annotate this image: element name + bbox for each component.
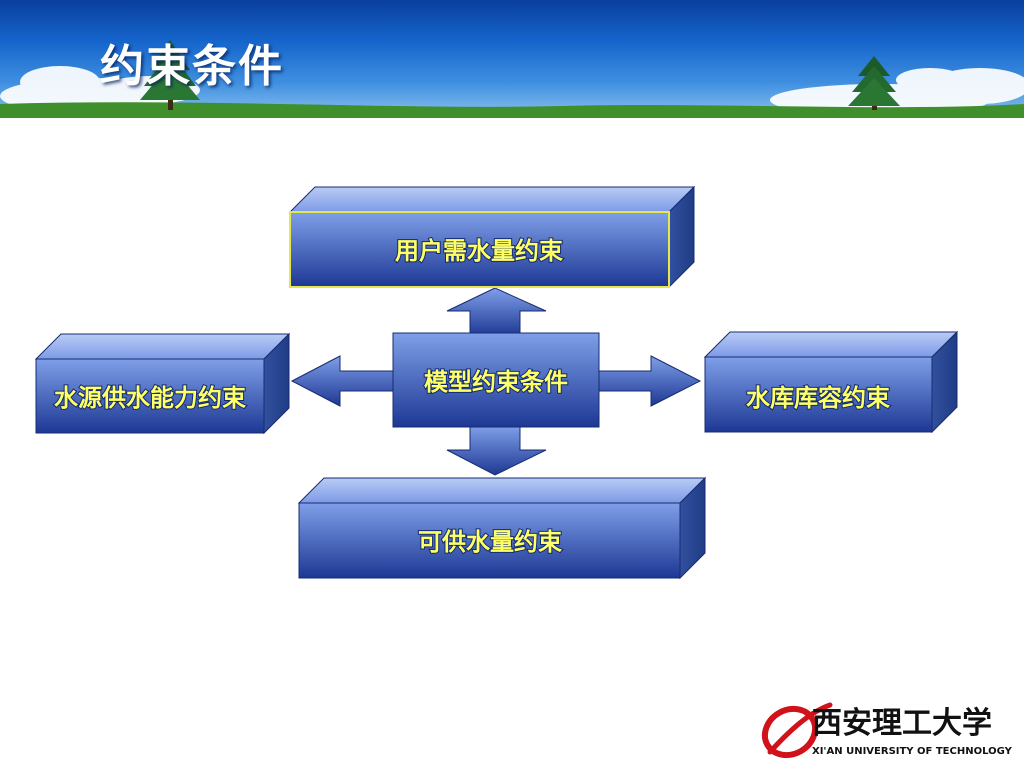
- right-box-label: 水库库容约束: [746, 384, 891, 412]
- left-box: 水源供水能力约束: [34, 332, 291, 435]
- center-box-label: 模型约束条件: [424, 368, 568, 396]
- page-title: 约束条件: [100, 41, 284, 92]
- bottom-box-label: 可供水量约束: [418, 528, 563, 556]
- arrow-right-icon: [597, 355, 702, 407]
- logo-emblem-icon: [761, 702, 833, 759]
- arrow-up-icon: [446, 287, 547, 337]
- arrow-left-icon: [290, 355, 399, 407]
- logo-subtitle: XI'AN UNIVERSITY OF TECHNOLOGY: [812, 746, 1013, 757]
- center-box: 模型约束条件: [392, 332, 600, 428]
- university-logo: 西安理工大学 XI'AN UNIVERSITY OF TECHNOLOGY: [761, 702, 1013, 759]
- grass-hill: [0, 102, 1024, 118]
- tree-left-icon: [140, 40, 200, 110]
- sky-scene: [0, 40, 1024, 118]
- top-box: 用户需水量约束: [288, 185, 696, 289]
- bottom-box: 可供水量约束: [297, 476, 707, 580]
- tree-right-icon: [848, 56, 900, 110]
- right-box: 水库库容约束: [703, 330, 959, 434]
- arrow-down-icon: [446, 425, 547, 476]
- logo-name: 西安理工大学: [812, 706, 992, 741]
- header-banner: 约束条件: [0, 0, 1024, 118]
- top-box-label: 用户需水量约束: [395, 237, 564, 265]
- left-box-label: 水源供水能力约束: [54, 384, 247, 412]
